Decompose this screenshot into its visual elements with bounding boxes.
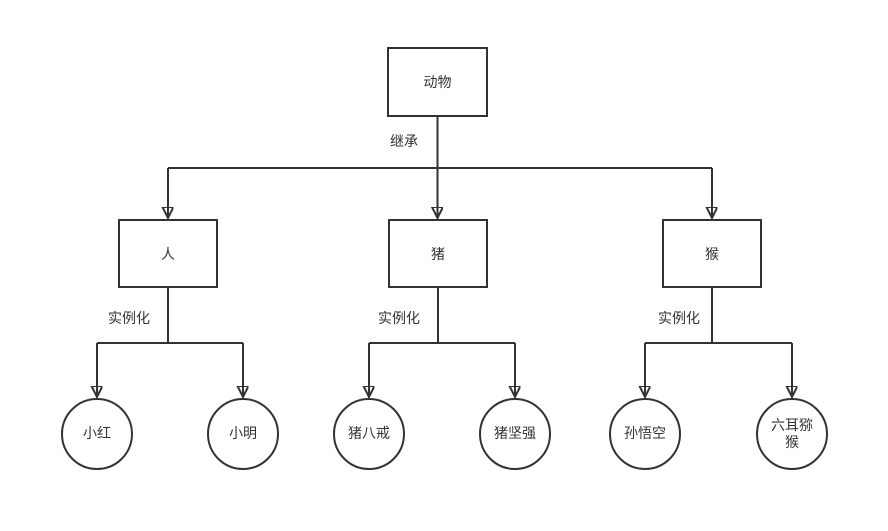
node-pig-label: 猪 <box>431 245 445 262</box>
node-zhujianqiang[interactable]: 猪坚强 <box>479 398 551 470</box>
node-sunwukong-label: 孙悟空 <box>624 425 666 442</box>
node-sunwukong[interactable]: 孙悟空 <box>609 398 681 470</box>
node-monkey[interactable]: 猴 <box>662 219 762 288</box>
node-pig[interactable]: 猪 <box>388 219 488 288</box>
node-xiaohong[interactable]: 小红 <box>61 398 133 470</box>
node-liuermihou[interactable]: 六耳猕猴 <box>756 398 828 470</box>
node-liuermihou-label: 六耳猕猴 <box>771 416 813 451</box>
node-human-label: 人 <box>161 245 175 262</box>
node-animal[interactable]: 动物 <box>387 47 488 117</box>
node-xiaohong-label: 小红 <box>83 425 111 442</box>
node-animal-label: 动物 <box>423 74 452 90</box>
node-monkey-label: 猴 <box>705 245 719 262</box>
node-zhubajie[interactable]: 猪八戒 <box>333 398 405 470</box>
node-xiaoming-label: 小明 <box>229 425 257 442</box>
edge-label-instantiation-pig: 实例化 <box>378 310 420 327</box>
node-zhujianqiang-label: 猪坚强 <box>494 425 536 442</box>
edge-label-instantiation-human: 实例化 <box>108 310 150 327</box>
edge-label-instantiation-monkey: 实例化 <box>658 310 700 327</box>
node-zhubajie-label: 猪八戒 <box>348 425 390 442</box>
edge-label-inheritance: 继承 <box>390 133 418 150</box>
node-human[interactable]: 人 <box>118 219 218 288</box>
node-xiaoming[interactable]: 小明 <box>207 398 279 470</box>
